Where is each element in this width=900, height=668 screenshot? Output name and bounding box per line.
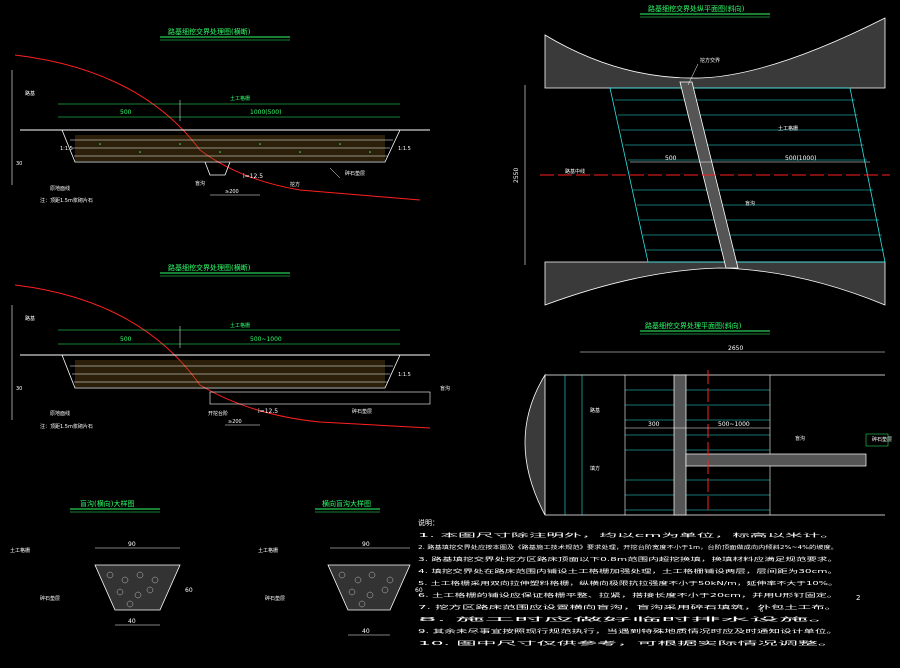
detail-right: 横向盲沟大样图 90 土工格栅 碎石垫层 60 40: [258, 499, 423, 636]
dim-40-left: 40: [128, 618, 136, 625]
flat-subgrade-label: 路基: [590, 407, 600, 414]
flat-gravel-label: 碎石垫层: [872, 436, 892, 443]
terrain-left: [524, 373, 546, 516]
note-item: 5. 土工格栅采用双向拉伸塑料格栅，纵横向极限抗拉强度不小于50kN/m，延伸率…: [418, 579, 838, 587]
note-item: 3. 路基填挖交界处挖方区路床顶面以下0.8m范围内超挖换填，换填材料应满足规范…: [418, 555, 838, 563]
original-ground-line-b: [14, 284, 431, 429]
dim-30-a: 30: [16, 161, 22, 167]
drain-section-right: [327, 564, 411, 611]
ratio-left-a: 1:1.5: [60, 146, 73, 152]
slope-label-b: i=12.5: [258, 408, 278, 415]
section-b: 路基细挖交界处理图(横断) 路基 500 500~1000 土工格栅 开挖台阶 …: [11, 263, 450, 430]
dim-2550: 2550: [513, 168, 520, 183]
drain-section-left: [94, 564, 181, 611]
detail-left-title: 盲沟(横向)大样图: [80, 499, 134, 508]
flat-fill-label: 填方: [590, 465, 600, 472]
dim-2650: 2650: [728, 345, 743, 352]
dim-300: 300: [648, 421, 660, 428]
plan-slope-title: 路基细挖交界处纵平面图(斜向): [648, 4, 745, 13]
detail-right-gravel: 碎石垫层: [265, 595, 285, 602]
plan-geogrid-label: 土工格栅: [778, 125, 798, 132]
page-mark-6: 6: [760, 608, 763, 614]
dim-500-a: 500: [120, 109, 132, 116]
plan-center-label: 路基中线: [565, 168, 585, 175]
flat-drain-label: 盲沟: [795, 435, 805, 442]
step-label-b: 开挖台阶: [208, 410, 228, 417]
note-item: 9. 其余未尽事宜按照现行规范执行，当遇到特殊地质情况时应及时通知设计单位。: [418, 627, 838, 635]
detail-right-title: 横向盲沟大样图: [322, 499, 371, 508]
notes-heading: 说明：: [418, 518, 439, 527]
geogrid-label-a: 土工格栅: [230, 95, 250, 102]
detail-right-geogrid: 土工格栅: [258, 547, 278, 554]
section-a: 路基细挖交界处理图(横断) 路基 500 1000(500) 土工格栅: [11, 27, 430, 204]
note-item: 8. 施工时应做好临时排水设施。: [418, 615, 838, 623]
gravel-label-a: 碎石垫层: [345, 170, 365, 177]
dim-30-b: 30: [16, 386, 22, 392]
drain-horizontal: [685, 453, 867, 467]
drain-label-b: 盲沟: [440, 385, 450, 392]
dim-500-b: 500: [120, 336, 132, 343]
section-a-note: 注：顶距1.5m浆砌片石: [40, 197, 93, 204]
terrain-bottom: [544, 261, 886, 306]
dim-500-1000-b: 500~1000: [250, 336, 282, 343]
subgrade-label-b: 路基: [25, 315, 35, 322]
note-item: 10. 图中尺寸仅供参考，可根据实际情况调整。: [418, 639, 838, 647]
notes-list: 1. 本图尺寸除注明外，均以cm为单位，标高以米计。 2. 路基填挖交界处应按本图…: [418, 531, 838, 647]
geogrid-label-b: 土工格栅: [230, 322, 250, 329]
dim-500-1000-plan: 500(1000): [785, 155, 816, 162]
note-item: 2. 路基填挖交界处应按本图及《路基施工技术规范》要求处理，开挖台阶宽度不小于1…: [418, 543, 838, 551]
section-a-title: 路基细挖交界处理图(横断): [168, 27, 251, 36]
dim-200-b: ≥200: [228, 419, 242, 425]
notes-block: 说明： 1. 本图尺寸除注明外，均以cm为单位，标高以米计。 2. 路基填挖交界处…: [418, 518, 838, 647]
drain-label-a: 盲沟: [195, 180, 205, 187]
note-item: 7. 挖方区路床范围应设置横向盲沟，盲沟采用碎石填筑，外包土工布。: [418, 603, 838, 611]
plan-boundary: [609, 87, 886, 263]
detail-left-geogrid: 土工格栅: [10, 547, 30, 554]
dim-1000-a: 1000(500): [250, 109, 281, 116]
original-ground-line-a: [14, 54, 421, 201]
dim-40-right: 40: [362, 628, 370, 635]
dim-200-a: ≥200: [225, 189, 239, 195]
interface-label: 挖方交界: [700, 57, 720, 64]
detail-left-gravel: 碎石垫层: [40, 595, 60, 602]
dim-90-right: 90: [362, 541, 370, 548]
cut-label-a: 挖方: [290, 181, 300, 188]
gravel-label-b: 碎石垫层: [352, 408, 372, 415]
dim-60-right: 60: [415, 587, 423, 594]
dim-90-left: 90: [128, 541, 136, 548]
ground-label-b: 原地面线: [50, 410, 70, 417]
page-mark-2: 2: [856, 594, 860, 602]
dim-500-1000-flat: 500~1000: [718, 421, 750, 428]
ratio-right-a: 1:1.5: [398, 146, 411, 152]
plan-flat: 路基细挖交界处理平面图(斜向) 2650 300 500~1000 路基: [524, 321, 892, 516]
plan-flat-title: 路基细挖交界处理平面图(斜向): [645, 321, 742, 330]
subgrade-label-a: 路基: [25, 90, 35, 97]
slope-label-a: i=12.5: [243, 173, 263, 180]
plan-drain-label: 盲沟: [745, 200, 755, 207]
note-item: 1. 本图尺寸除注明外，均以cm为单位，标高以米计。: [418, 531, 838, 539]
ground-label-a: 原地面线: [50, 185, 70, 192]
terrain-top: [544, 17, 886, 89]
section-b-title: 路基细挖交界处理图(横断): [168, 263, 251, 272]
section-b-note: 注：顶距1.5m浆砌片石: [40, 423, 93, 430]
plan-slope: 路基细挖交界处纵平面图(斜向) 500 500(1000) 255: [513, 4, 890, 306]
dim-60-left: 60: [185, 587, 193, 594]
interface-vertical: [673, 374, 687, 516]
detail-left: 盲沟(横向)大样图 90 土工格栅 碎石垫层 60 40: [10, 499, 193, 626]
note-item: 6. 土工格栅的铺设应保证格栅平整、拉紧，搭接长度不小于20cm，并用U形钉固定…: [418, 591, 838, 599]
drain-a: [204, 161, 231, 176]
ratio-right-b: 1:1.5: [398, 372, 411, 378]
note-item: 4. 填挖交界处在路床范围内铺设土工格栅加强处理，土工格栅铺设两层，层间距为30…: [418, 567, 838, 575]
dim-500-plan: 500: [665, 155, 677, 162]
gravel-layer-b: [209, 391, 431, 405]
